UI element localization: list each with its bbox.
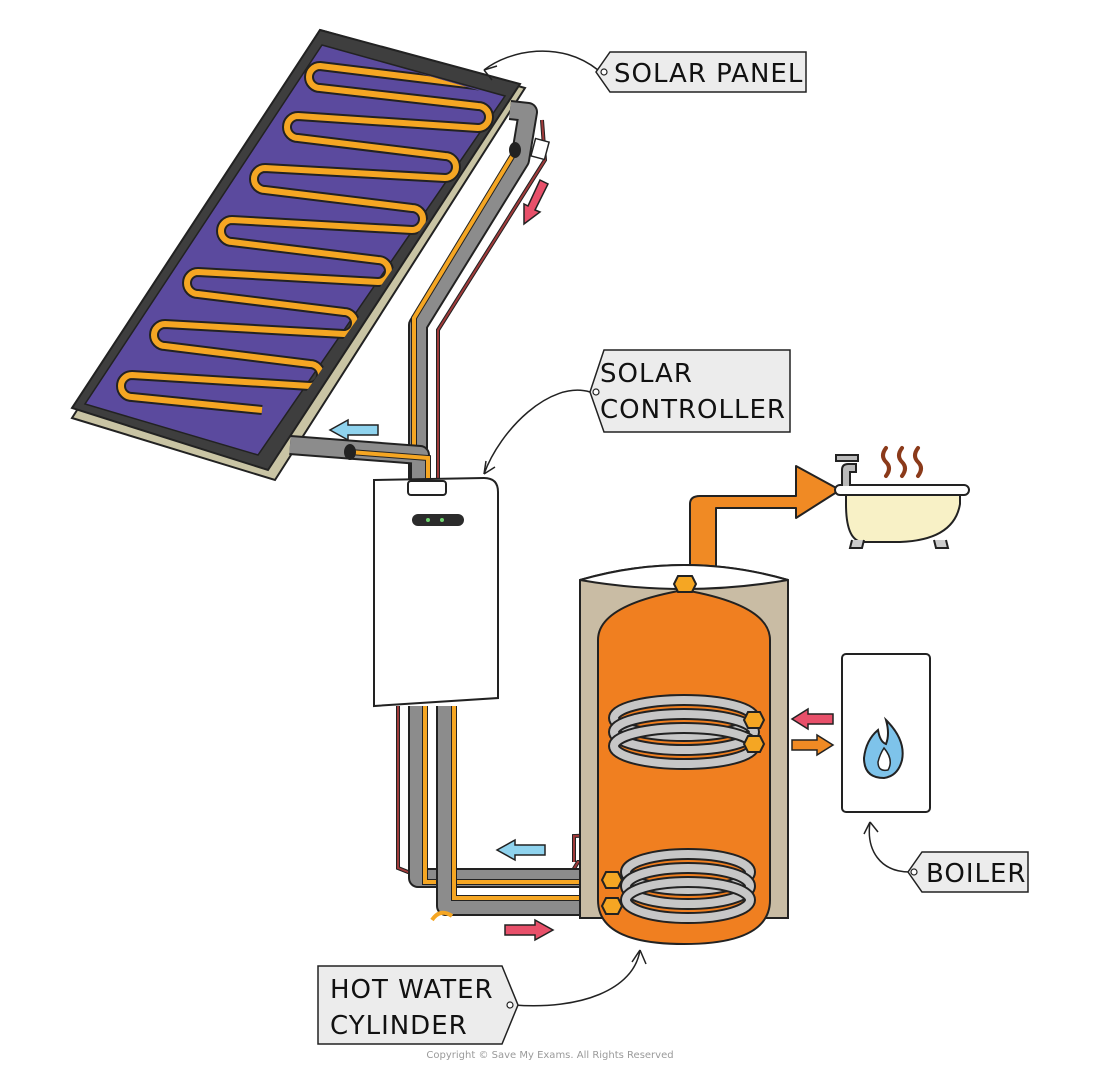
flame-icon — [862, 716, 904, 780]
solar-panel-icon — [70, 28, 527, 482]
solar-controller-icon — [373, 476, 499, 708]
hot-water-cylinder-icon — [579, 465, 841, 946]
solar-panel-label: SOLAR PANEL — [614, 59, 803, 89]
label-solar-panel: SOLAR PANEL — [483, 50, 807, 93]
tap-icon — [835, 454, 859, 486]
copyright-notice: Copyright © Save My Exams. All Rights Re… — [426, 1050, 674, 1061]
label-hot-water-cylinder: HOT WATER CYLINDER — [317, 949, 647, 1045]
hot-water-cylinder-label-line1: HOT WATER — [330, 975, 494, 1005]
solar-controller-label-line1: SOLAR — [600, 359, 693, 389]
pipe-network — [289, 100, 623, 922]
boiler-icon — [841, 653, 931, 813]
solar-controller-label-line2: CONTROLLER — [600, 395, 786, 425]
label-boiler: BOILER — [863, 821, 1029, 893]
label-solar-controller: SOLAR CONTROLLER — [483, 349, 791, 475]
bath-icon — [834, 484, 970, 549]
hot-water-cylinder-label-line2: CYLINDER — [330, 1011, 468, 1041]
boiler-label: BOILER — [926, 859, 1027, 889]
steam-icon — [881, 446, 923, 478]
flow-arrow-icon — [328, 178, 835, 942]
